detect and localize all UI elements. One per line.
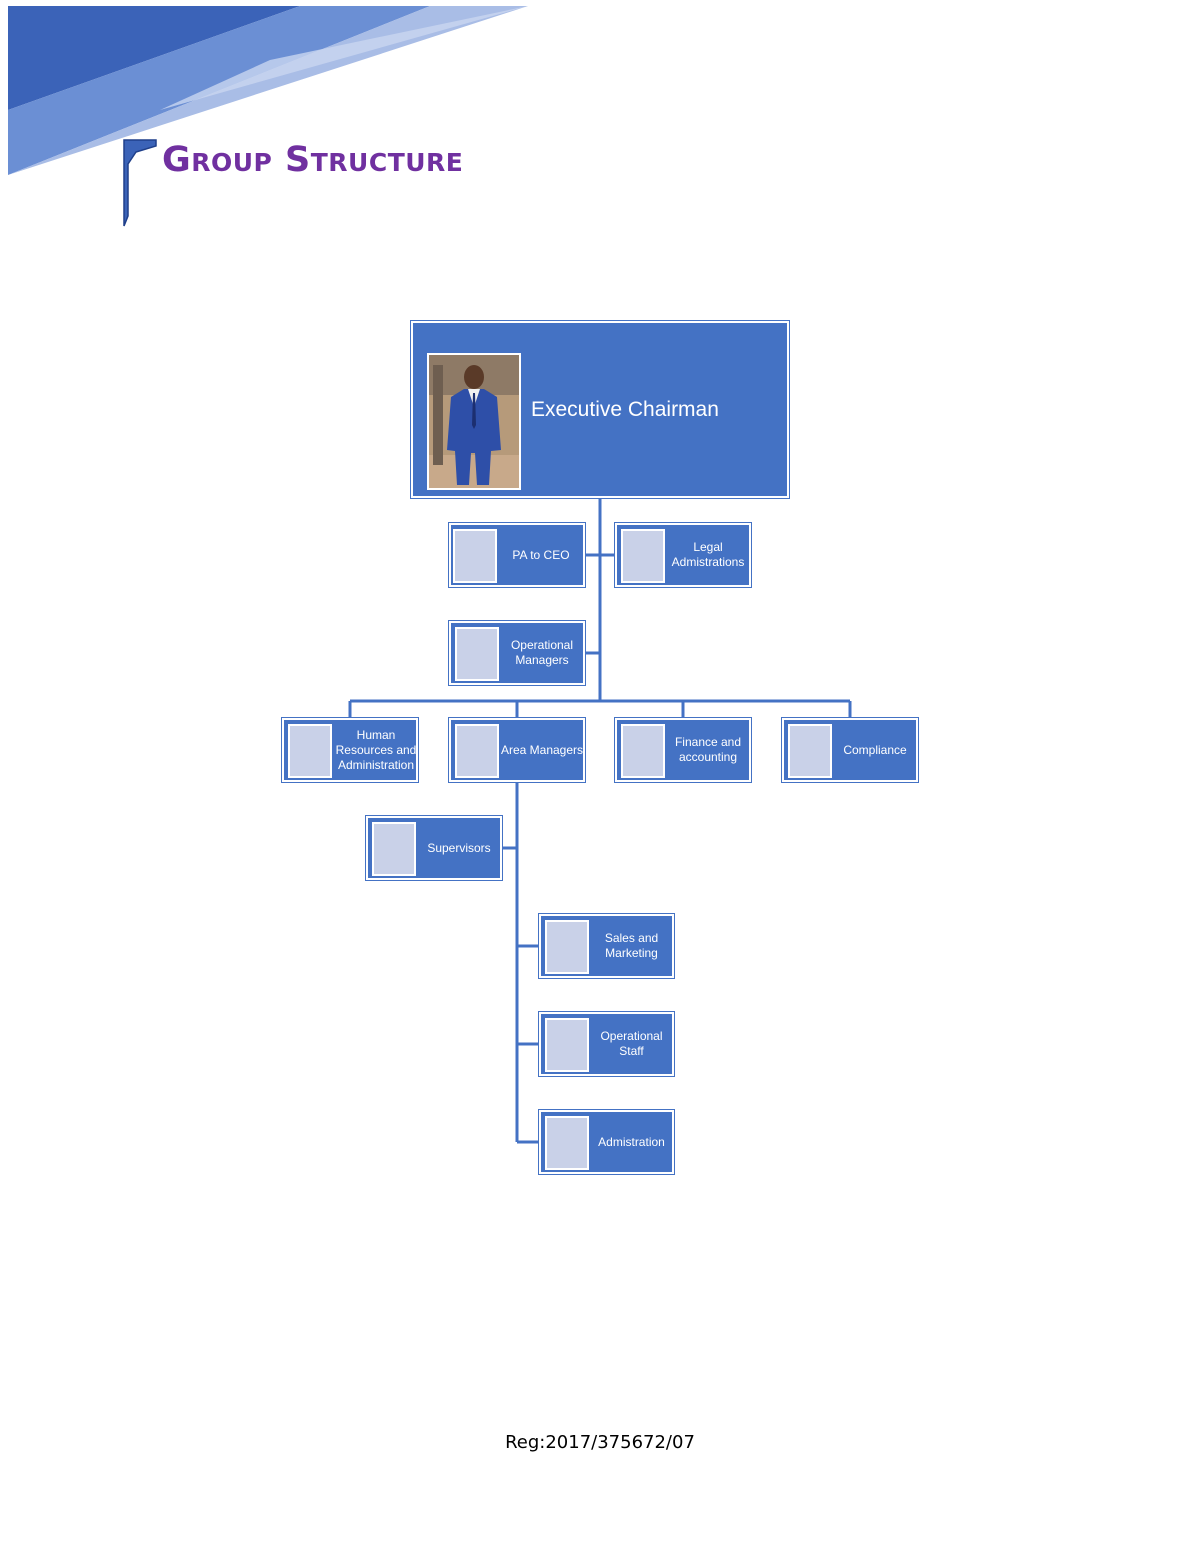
org-node-label: Human Resources and Administration [335,727,417,772]
org-node-label: Admistration [598,1134,665,1149]
placeholder-photo-icon [455,724,499,778]
placeholder-photo-icon [453,529,497,583]
org-node-label: Finance and accounting [674,735,742,764]
placeholder-photo-icon [545,920,589,974]
org-node-label: Sales and Marketing [604,931,659,960]
org-node-label: Area Managers [500,742,584,757]
org-node-executive-chairman: Executive Chairman [410,320,790,499]
placeholder-photo-icon [545,1116,589,1170]
org-node-operational-staff: Operational Staff [538,1011,675,1077]
org-node-label: Supervisors [427,840,491,855]
placeholder-photo-icon [288,724,332,778]
placeholder-photo-icon [545,1018,589,1072]
registration-number: Reg:2017/375672/07 [505,1432,695,1453]
org-node-admistration: Admistration [538,1109,675,1175]
org-node-compliance: Compliance [781,717,919,783]
header-banner [8,6,528,175]
placeholder-photo-icon [372,822,416,876]
org-node-operational-managers: Operational Managers [448,620,586,686]
executive-photo [427,353,521,490]
org-node-label: Operational Staff [600,1029,663,1058]
org-node-human-resources: Human Resources and Administration [281,717,419,783]
placeholder-photo-icon [788,724,832,778]
page-title: Group Structure [162,140,464,180]
placeholder-photo-icon [455,627,499,681]
org-node-supervisors: Supervisors [365,815,503,881]
placeholder-photo-icon [621,529,665,583]
org-node-label: Executive Chairman [531,397,719,421]
title-bracket-icon [123,139,157,227]
org-node-finance-and-accounting: Finance and accounting [614,717,752,783]
org-node-label: Compliance [843,742,907,757]
org-node-legal-admistrations: Legal Admistrations [614,522,752,588]
org-node-pa-to-ceo: PA to CEO [448,522,586,588]
org-node-area-managers: Area Managers [448,717,586,783]
org-node-sales-and-marketing: Sales and Marketing [538,913,675,979]
org-node-label: Operational Managers [510,638,574,667]
org-node-label: Legal Admistrations [671,540,745,569]
org-node-label: PA to CEO [512,547,570,562]
placeholder-photo-icon [621,724,665,778]
